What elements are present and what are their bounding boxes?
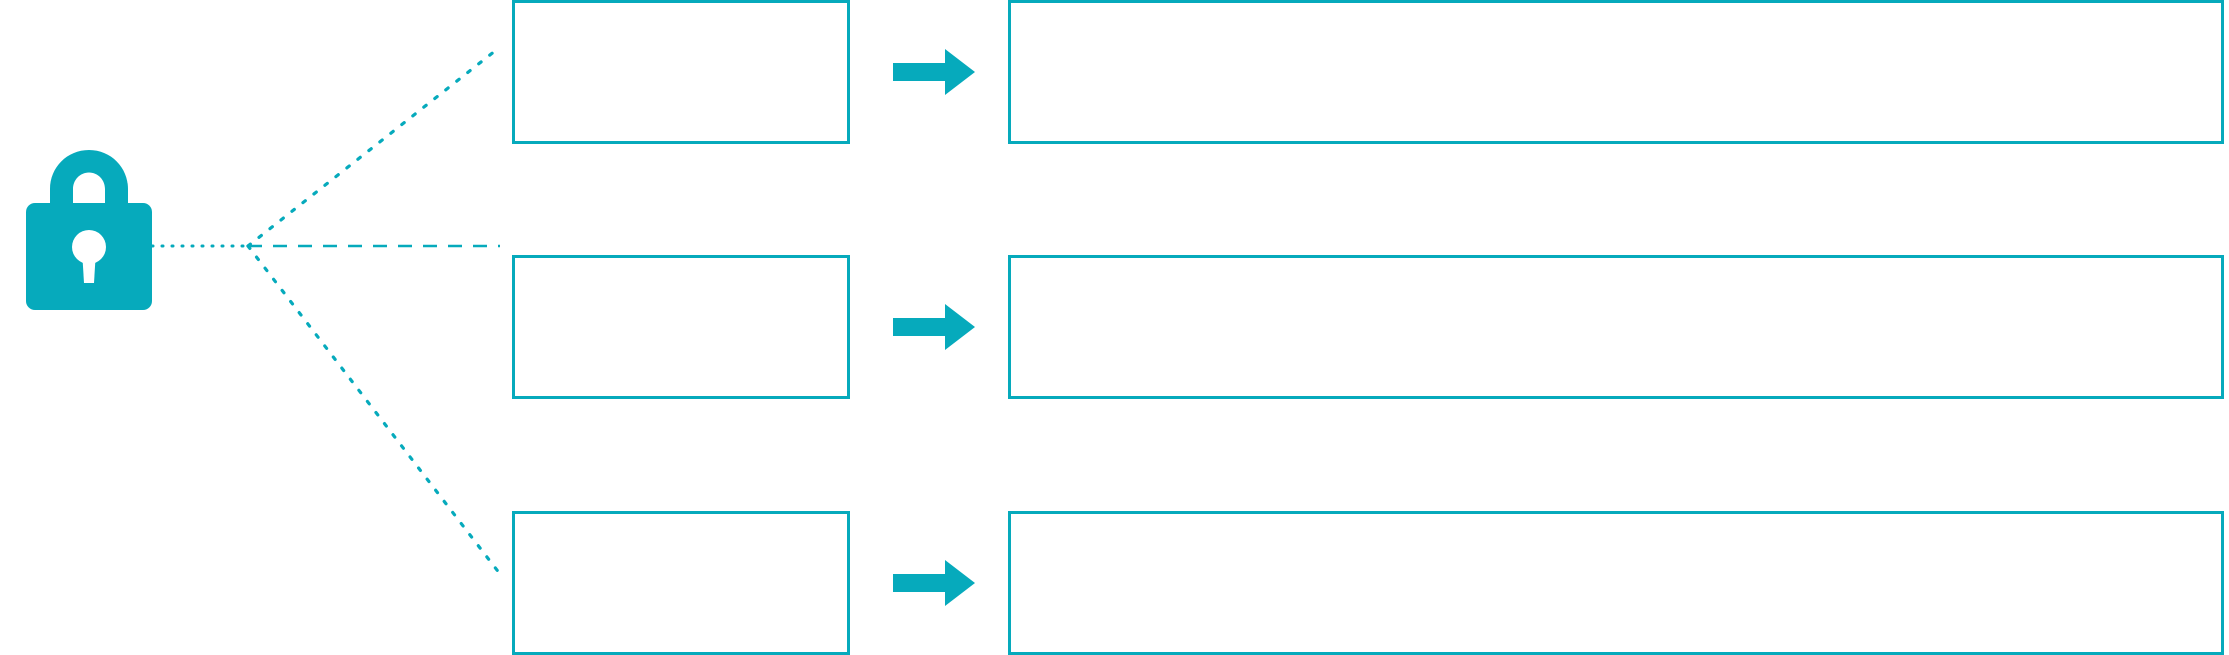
- stage-box-1[interactable]: [512, 0, 850, 144]
- arrow-right-icon-1: [893, 49, 975, 95]
- arrow-right-icon-3: [893, 560, 975, 606]
- connector-branch-3: [246, 244, 502, 576]
- result-box-2[interactable]: [1008, 255, 2224, 399]
- stage-box-3[interactable]: [512, 511, 850, 655]
- result-box-1[interactable]: [1008, 0, 2224, 144]
- arrow-right-icon-2: [893, 304, 975, 350]
- stage-box-2[interactable]: [512, 255, 850, 399]
- connector-branch-1: [246, 45, 502, 248]
- lock-icon: [26, 150, 152, 310]
- result-box-3[interactable]: [1008, 511, 2224, 655]
